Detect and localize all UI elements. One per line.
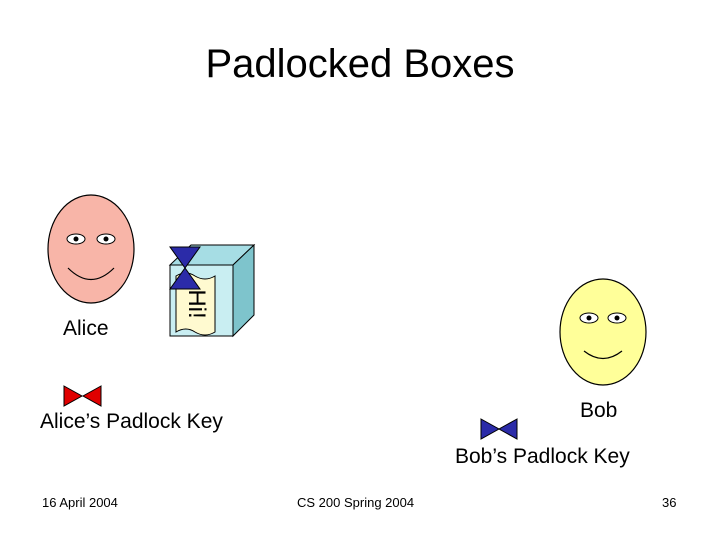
slide-title: Padlocked Boxes: [205, 42, 515, 86]
footer-date: 16 April 2004: [42, 495, 118, 510]
bob-face-icon: [559, 278, 647, 386]
alice-key-label: Alice’s Padlock Key: [40, 410, 223, 433]
alice-padlock-key-icon: [63, 385, 102, 407]
footer-course: CS 200 Spring 2004: [297, 495, 415, 510]
alice-face-icon: [47, 194, 135, 304]
bob-key-label: Bob’s Padlock Key: [455, 445, 630, 468]
alice-label: Alice: [63, 317, 109, 340]
bob-padlock-on-box-icon: [169, 246, 201, 290]
note-text: Hi!: [183, 289, 210, 319]
footer-page-number: 36: [662, 495, 677, 510]
bob-padlock-key-icon: [480, 418, 518, 440]
bob-label: Bob: [580, 399, 618, 422]
